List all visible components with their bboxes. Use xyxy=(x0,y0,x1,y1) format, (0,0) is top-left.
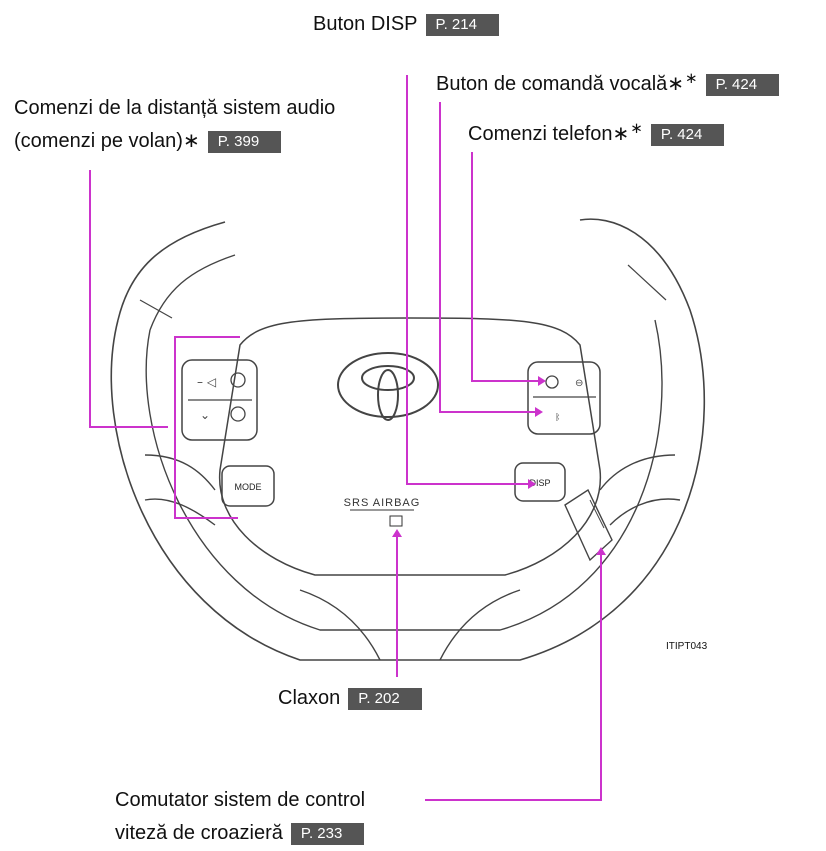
steering-wheel-rim-inner xyxy=(145,319,663,631)
label-cruise-control-line1: Comutator sistem de control xyxy=(115,788,365,812)
svg-text:⊖: ⊖ xyxy=(575,378,583,389)
label-horn: Claxon P. 202 xyxy=(278,686,422,710)
page-ref-horn: P. 202 xyxy=(348,688,422,710)
bottom-spoke xyxy=(299,589,521,661)
label-audio-text-line2: (comenzi pe volan) xyxy=(14,130,183,152)
label-audio-remote-line2: (comenzi pe volan)∗ P. 399 xyxy=(14,129,282,153)
label-voice-marker-sup: ∗ xyxy=(685,70,698,87)
airbag-label: SRS AIRBAG xyxy=(344,497,421,509)
label-phone-marker: ∗ xyxy=(612,123,630,145)
cruise-control-lever xyxy=(564,488,613,562)
leader-line-audio-bracket xyxy=(174,336,240,519)
svg-text:– ◁: – ◁ xyxy=(197,375,216,389)
right-spoke xyxy=(599,454,681,526)
label-cruise-text-line2: viteză de croazieră xyxy=(115,822,283,844)
label-cruise-control-line2: viteză de croazieră P. 233 xyxy=(115,821,365,845)
toyota-logo xyxy=(337,352,439,421)
disp-button-label: DISP xyxy=(529,478,550,488)
leader-line-phone xyxy=(471,152,538,382)
label-audio-remote-line1: Comenzi de la distanță sistem audio xyxy=(14,96,335,120)
leader-lines xyxy=(89,75,606,801)
label-voice-text: Buton de comandă vocală xyxy=(436,73,668,95)
leader-line-disp xyxy=(406,75,528,485)
horn-icon xyxy=(389,515,403,527)
label-voice-marker: ∗ xyxy=(667,73,685,95)
page-ref-audio: P. 399 xyxy=(207,131,282,153)
label-horn-text: Claxon xyxy=(278,687,341,709)
page-ref-disp: P. 214 xyxy=(425,14,499,36)
image-code: ITIPT043 xyxy=(666,641,708,652)
leader-line-audio xyxy=(89,170,168,428)
page-ref-phone: P. 424 xyxy=(650,124,725,146)
label-audio-text-line1: Comenzi de la distanță sistem audio xyxy=(14,97,336,119)
svg-text:⌄: ⌄ xyxy=(200,408,210,422)
page-ref-voice: P. 424 xyxy=(705,74,780,96)
svg-text:ᛔ: ᛔ xyxy=(555,413,560,423)
mode-button xyxy=(221,465,275,507)
steering-wheel-rim xyxy=(110,218,706,661)
page-ref-cruise: P. 233 xyxy=(290,823,365,845)
steering-wheel-top-left xyxy=(117,221,226,321)
airbag-pad xyxy=(218,317,602,576)
right-control-panel xyxy=(527,361,601,435)
label-cruise-text-line1: Comutator sistem de control xyxy=(115,789,366,811)
disp-button xyxy=(514,462,566,502)
label-audio-marker: ∗ xyxy=(182,130,200,152)
leader-line-cruise xyxy=(425,555,602,801)
label-phone-controls: Comenzi telefon∗∗P. 424 xyxy=(468,117,725,146)
left-spoke xyxy=(144,454,216,526)
label-phone-marker-sup: ∗ xyxy=(630,120,643,137)
label-phone-text: Comenzi telefon xyxy=(468,123,613,145)
mode-button-label: MODE xyxy=(235,482,262,492)
label-disp-button: Buton DISP P. 214 xyxy=(313,12,499,36)
leader-line-voice xyxy=(439,102,535,413)
label-voice-command: Buton de comandă vocală∗∗P. 424 xyxy=(436,67,780,96)
left-control-panel xyxy=(181,359,258,441)
steering-wheel-top-left-inner xyxy=(149,254,236,331)
label-disp-text: Buton DISP xyxy=(313,13,418,35)
